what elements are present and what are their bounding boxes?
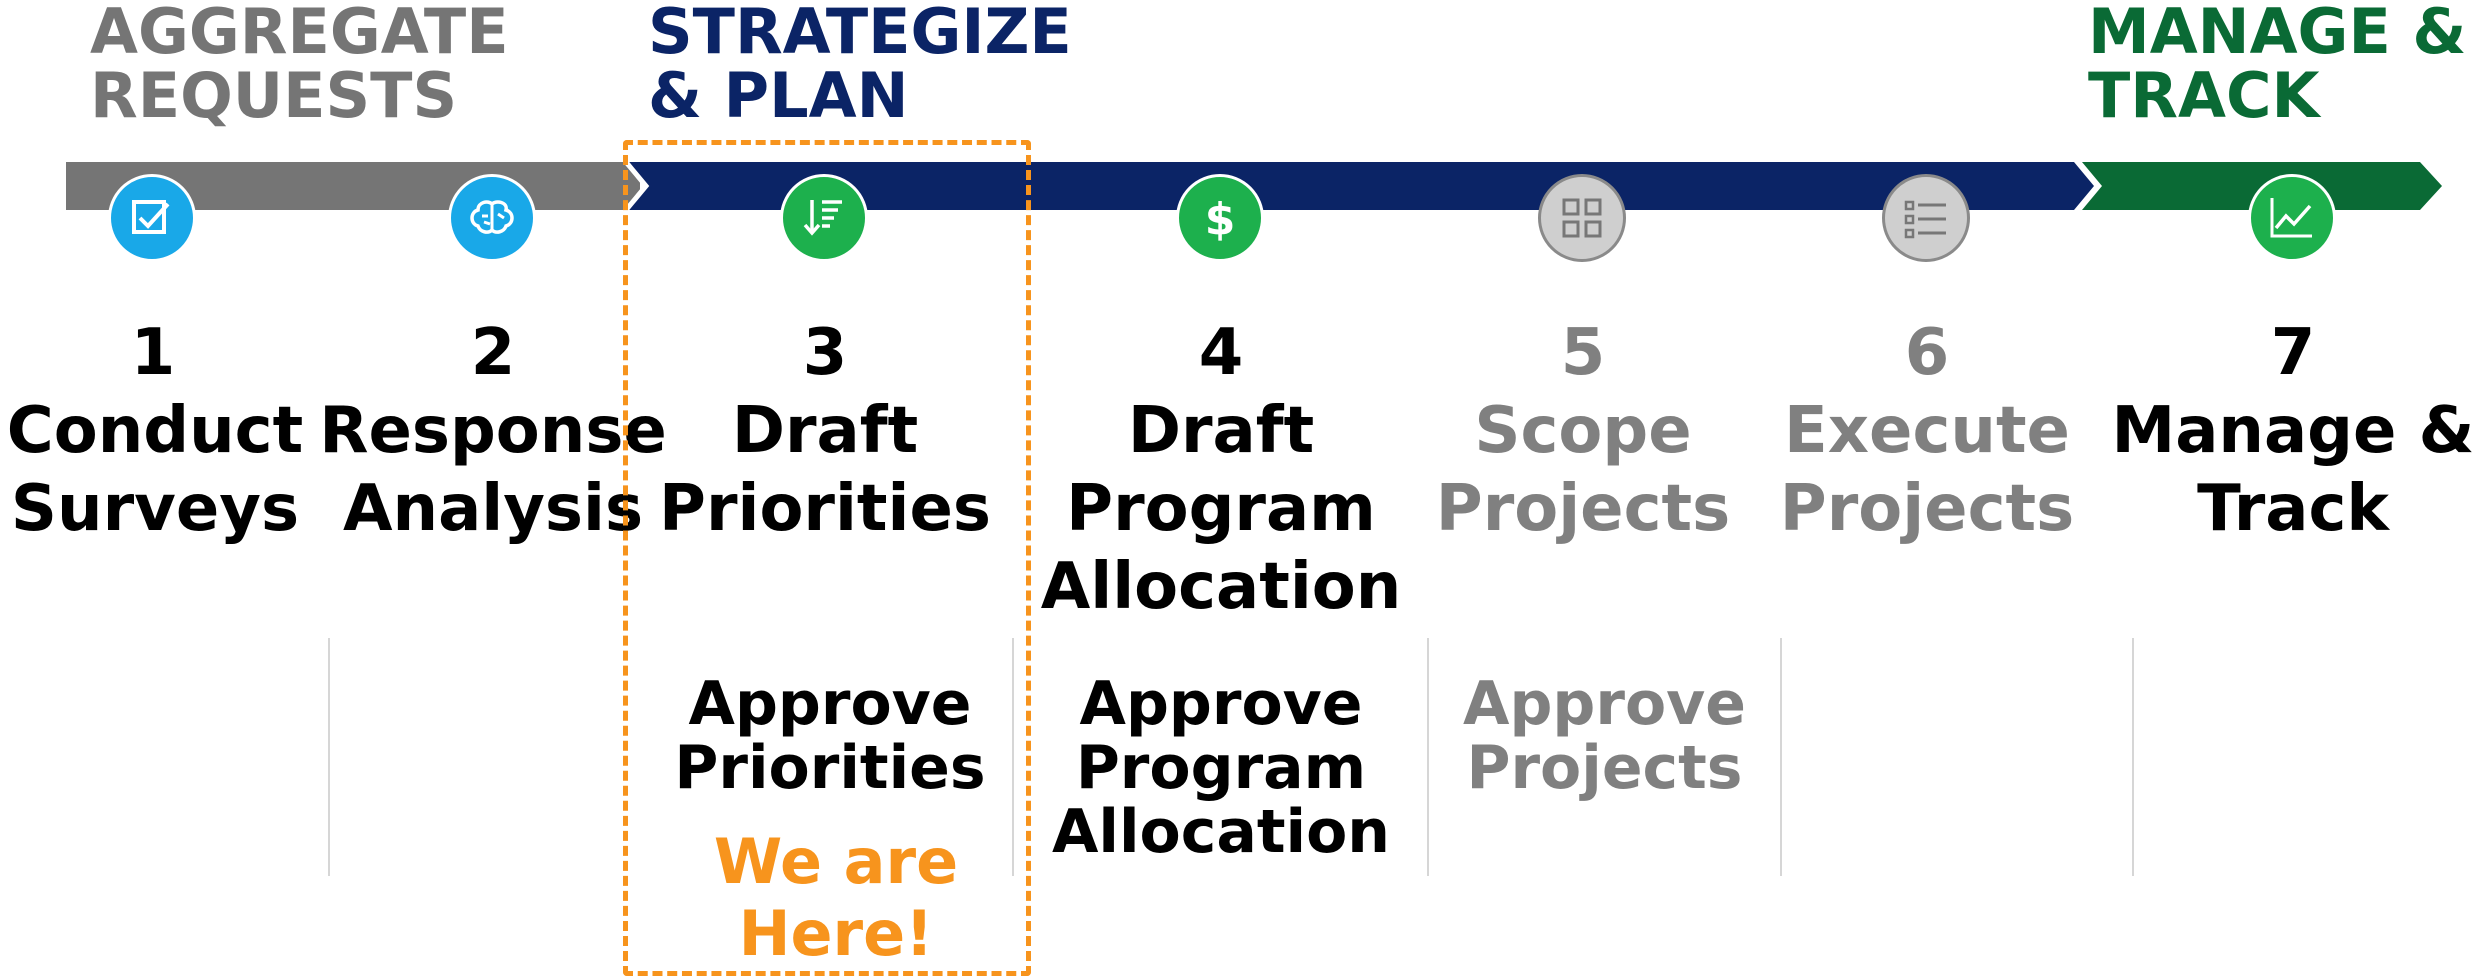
step-7-icon-badge — [2248, 174, 2336, 262]
step-7-number: 7 — [2270, 316, 2316, 390]
brain-icon — [470, 200, 514, 234]
step-1-number: 1 — [130, 316, 176, 390]
separator-4 — [1780, 638, 1782, 876]
step-6-icon-badge — [1882, 174, 1970, 262]
approval-priorities: Approve Priorities — [674, 669, 986, 803]
dollar-icon: $ — [1205, 194, 1236, 245]
separator-3 — [1427, 638, 1429, 876]
step-2-title: Response Analysis — [319, 394, 667, 546]
separator-1 — [328, 638, 330, 876]
step-1-icon-badge — [108, 174, 196, 262]
step-4-title: Draft Program Allocation — [1040, 394, 1402, 624]
step-6-number: 6 — [1904, 316, 1950, 390]
phase-strategize-plan: STRATEGIZE & PLAN — [648, 0, 1072, 132]
sort-list-icon — [803, 200, 842, 236]
step-3-number: 3 — [802, 316, 848, 390]
step-3-icon-badge — [780, 174, 868, 262]
grid-icon — [1562, 198, 1602, 238]
list-icon — [1904, 200, 1946, 239]
we-are-here-label: We are Here! — [713, 825, 959, 970]
checkbox-icon — [132, 200, 170, 234]
approval-projects: Approve Projects — [1463, 669, 1746, 803]
phase-manage-track: MANAGE & TRACK — [2088, 0, 2467, 132]
step-4-number: 4 — [1198, 316, 1244, 390]
step-4-icon-badge: $ — [1176, 174, 1264, 262]
step-5-icon-badge — [1538, 174, 1626, 262]
approval-program-allocation: Approve Program Allocation — [1051, 669, 1391, 867]
svg-text:$: $ — [1205, 194, 1236, 245]
step-1-title: Conduct Surveys — [6, 394, 304, 546]
step-2-icon-badge — [448, 174, 536, 262]
step-6-title: Execute Projects — [1779, 394, 2075, 546]
step-2-number: 2 — [470, 316, 516, 390]
step-5-title: Scope Projects — [1435, 394, 1731, 546]
phase-aggregate-requests: AGGREGATE REQUESTS — [90, 0, 509, 132]
step-7-title: Manage & Track — [2111, 394, 2475, 546]
timeline-segment-navy — [628, 162, 2094, 210]
separator-2 — [1012, 638, 1014, 876]
current-step-highlight — [623, 140, 1031, 976]
chart-line-icon — [2270, 198, 2312, 238]
separator-5 — [2132, 638, 2134, 876]
step-3-title: Draft Priorities — [659, 394, 991, 546]
step-5-number: 5 — [1560, 316, 1606, 390]
